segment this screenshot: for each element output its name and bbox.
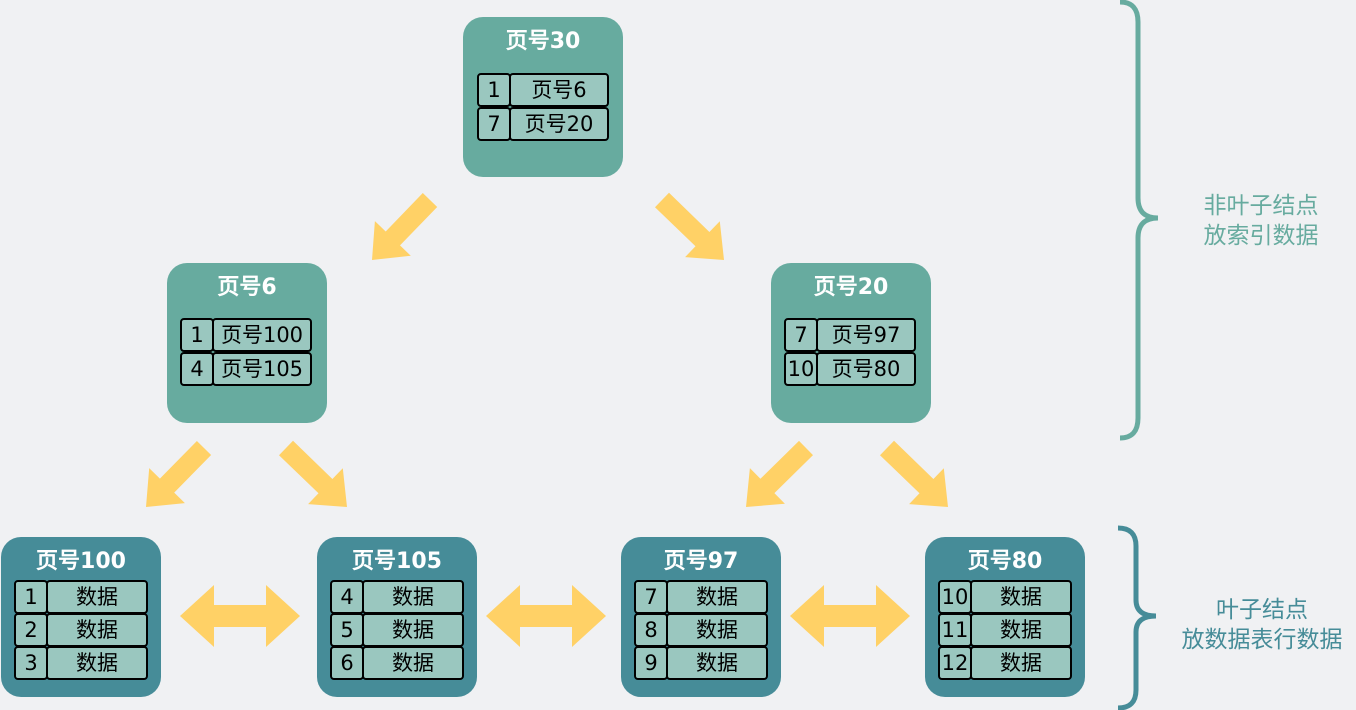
data-cell: 数据 xyxy=(666,580,768,614)
internal-label: 非叶子结点 放索引数据 xyxy=(1181,191,1341,251)
key-cell: 2 xyxy=(14,613,48,647)
internal-label-line1: 非叶子结点 xyxy=(1203,193,1319,219)
key-cell: 6 xyxy=(330,646,364,680)
key-cell: 10 xyxy=(784,352,818,386)
data-cell: 数据 xyxy=(970,613,1072,647)
page-title: 页号80 xyxy=(967,549,1043,574)
data-cell: 数据 xyxy=(666,613,768,647)
key-cell: 7 xyxy=(784,318,818,352)
data-cell: 数据 xyxy=(666,646,768,680)
page-6: 页号6 1 页号100 4 页号105 xyxy=(167,263,327,423)
key-cell: 10 xyxy=(938,580,972,614)
root-page: 页号30 1 页号6 7 页号20 xyxy=(463,17,623,177)
arrow-page20-to-page97 xyxy=(746,440,813,507)
data-cell: 数据 xyxy=(970,646,1072,680)
key-cell: 1 xyxy=(477,73,511,107)
data-cell: 数据 xyxy=(362,613,464,647)
data-cell: 数据 xyxy=(46,580,148,614)
data-cell: 数据 xyxy=(46,646,148,680)
arrows-group xyxy=(146,192,948,647)
arrow-root-to-page20 xyxy=(655,192,724,260)
brace-internal xyxy=(1119,0,1159,441)
pointer-cell: 页号100 xyxy=(212,318,312,352)
data-cell: 数据 xyxy=(362,646,464,680)
page-20: 页号20 7 页号97 10 页号80 xyxy=(771,263,931,423)
arrow-page20-to-page80 xyxy=(880,440,948,507)
leaf-page-105: 页号105 4 数据 5 数据 6 数据 xyxy=(317,537,477,697)
key-cell: 1 xyxy=(180,318,214,352)
key-cell: 9 xyxy=(634,646,668,680)
key-cell: 4 xyxy=(180,352,214,386)
arrow-page6-to-page100 xyxy=(146,441,212,507)
key-cell: 8 xyxy=(634,613,668,647)
leaf-label-line2: 放数据表行数据 xyxy=(1181,627,1343,653)
key-cell: 4 xyxy=(330,580,364,614)
key-cell: 7 xyxy=(477,107,511,141)
pointer-cell: 页号97 xyxy=(816,318,916,352)
page-title: 页号105 xyxy=(352,549,442,574)
leaf-label: 叶子结点 放数据表行数据 xyxy=(1170,595,1354,655)
link-page100-page105 xyxy=(180,585,300,647)
page-title: 页号20 xyxy=(813,275,889,300)
pointer-cell: 页号6 xyxy=(509,73,609,107)
key-cell: 5 xyxy=(330,613,364,647)
leaf-page-97: 页号97 7 数据 8 数据 9 数据 xyxy=(621,537,781,697)
page-title: 页号97 xyxy=(663,549,739,574)
pointer-cell: 页号20 xyxy=(509,107,609,141)
leaf-page-100: 页号100 1 数据 2 数据 3 数据 xyxy=(1,537,161,697)
data-cell: 数据 xyxy=(46,613,148,647)
arrow-page6-to-page105 xyxy=(279,440,347,507)
data-cell: 数据 xyxy=(970,580,1072,614)
key-cell: 1 xyxy=(14,580,48,614)
brace-leaf xyxy=(1117,525,1157,710)
key-cell: 12 xyxy=(938,646,972,680)
arrow-root-to-page6 xyxy=(372,193,438,260)
page-title: 页号100 xyxy=(36,549,126,574)
link-page105-page97 xyxy=(486,585,606,647)
leaf-page-80: 页号80 10 数据 11 数据 12 数据 xyxy=(925,537,1085,697)
leaf-label-line1: 叶子结点 xyxy=(1216,597,1308,623)
key-cell: 7 xyxy=(634,580,668,614)
braces-group xyxy=(1117,0,1159,710)
page-title: 页号30 xyxy=(505,29,581,54)
internal-label-line2: 放索引数据 xyxy=(1203,223,1319,249)
page-title: 页号6 xyxy=(217,275,277,300)
key-cell: 11 xyxy=(938,613,972,647)
link-page97-page80 xyxy=(790,585,910,647)
pointer-cell: 页号80 xyxy=(816,352,916,386)
key-cell: 3 xyxy=(14,646,48,680)
pointer-cell: 页号105 xyxy=(212,352,312,386)
data-cell: 数据 xyxy=(362,580,464,614)
